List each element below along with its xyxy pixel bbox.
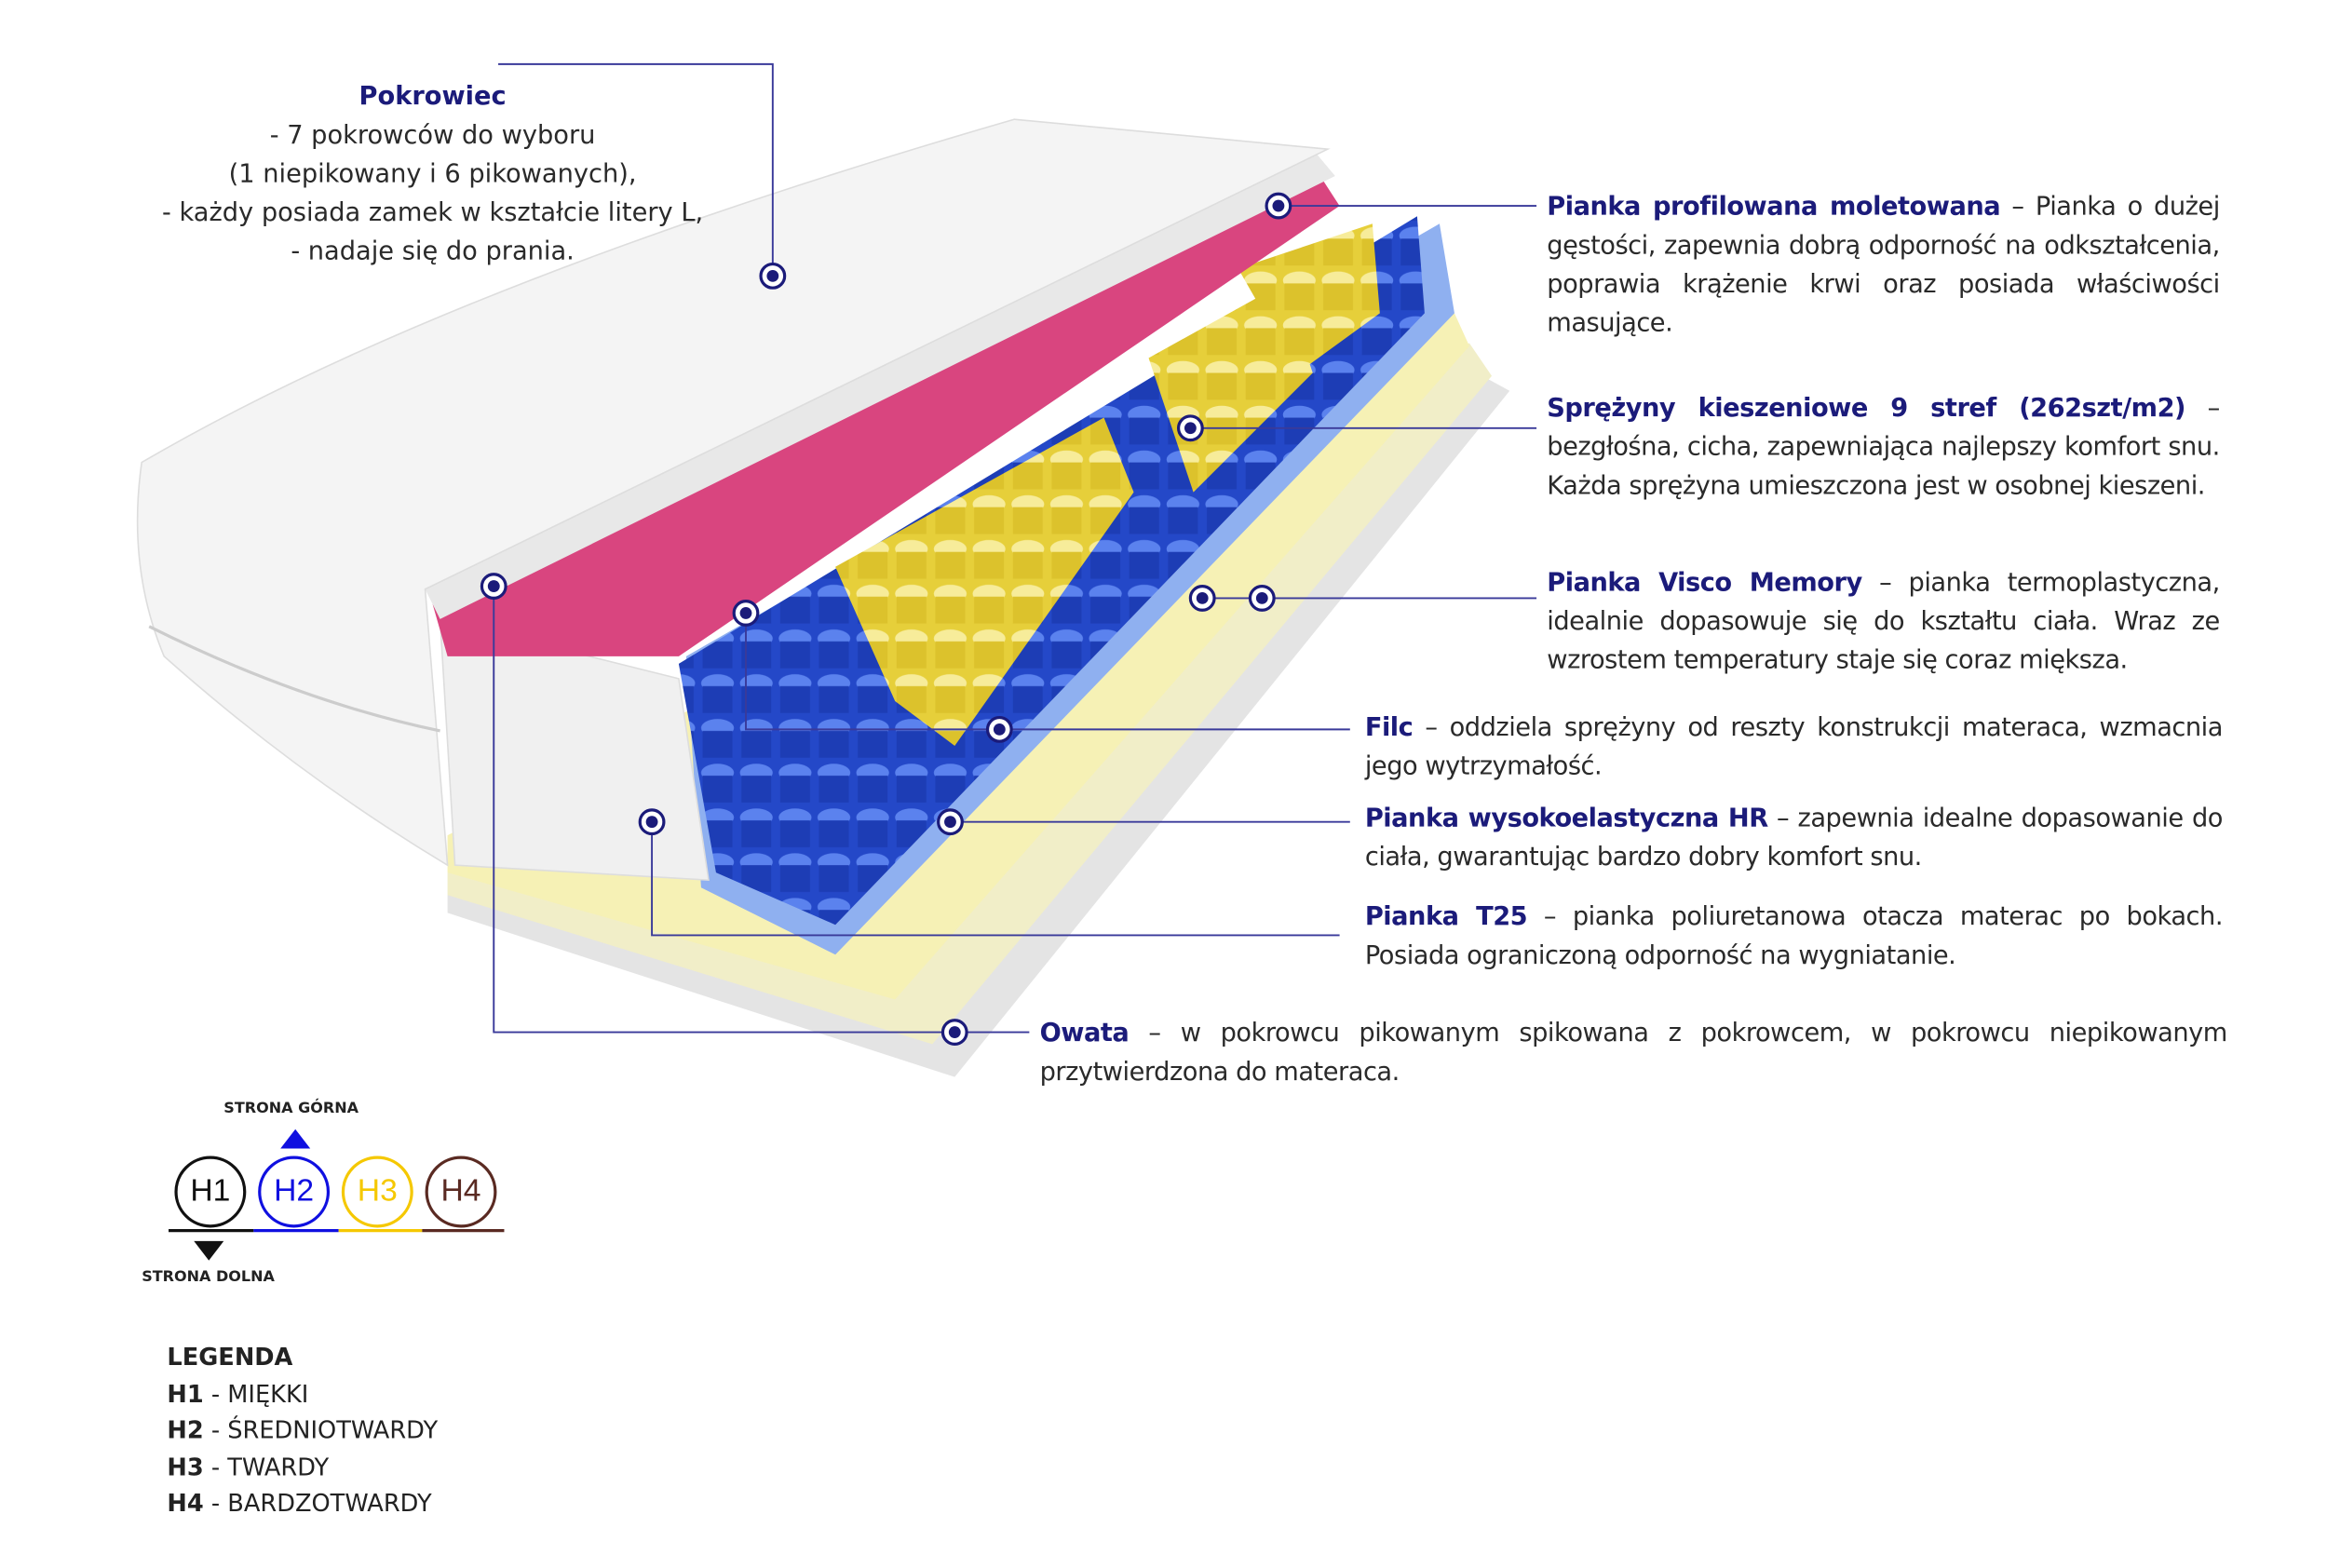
legend-code: H2 xyxy=(167,1415,204,1444)
target-marker-icon xyxy=(1265,192,1292,220)
legend-item: H1 - MIĘKKI xyxy=(167,1379,309,1408)
hardness-h1: H1 xyxy=(174,1156,247,1228)
marker-icons xyxy=(480,192,1292,1047)
layer-title: Filc xyxy=(1364,712,1414,743)
layer-title: Owata xyxy=(1039,1019,1130,1049)
legend: LEGENDA H1 - MIĘKKI H2 - ŚREDNIOTWARDY H… xyxy=(167,1340,438,1522)
layer-profiled-foam: Pianka profilowana moletowana – Pianka o… xyxy=(1547,188,2220,344)
cover-line: - każdy posiada zamek w kształcie litery… xyxy=(161,198,704,229)
springs-yellow-1 xyxy=(835,417,1134,746)
layer-text: – w pokrowcu pikowanym spikowana z pokro… xyxy=(1039,1019,2228,1088)
profiled-foam xyxy=(432,176,1340,656)
layer-text: – oddziela sprężyny od reszty konstrukcj… xyxy=(1364,712,2224,782)
legend-item: H2 - ŚREDNIOTWARDY xyxy=(167,1415,439,1444)
target-marker-icon xyxy=(480,573,507,601)
legend-desc: BARDZOTWARDY xyxy=(227,1488,432,1518)
bottom-side-label: STRONA DOLNA xyxy=(142,1269,275,1286)
layer-visco: Pianka Visco Memory – pianka termoplasty… xyxy=(1547,564,2220,681)
legend-code: H1 xyxy=(167,1379,204,1408)
layer-text: – Pianka o dużej gęstości, zapewnia dobr… xyxy=(1547,192,2220,339)
leader-lines xyxy=(493,62,1537,1034)
arrow-down-icon xyxy=(194,1240,224,1261)
legend-desc: ŚREDNIOTWARDY xyxy=(227,1415,439,1444)
arrow-up-icon xyxy=(280,1129,311,1149)
top-side-label: STRONA GÓRNA xyxy=(223,1101,359,1117)
hardness-h4: H4 xyxy=(425,1156,497,1228)
cover-title: Pokrowiec xyxy=(359,82,507,113)
target-marker-icon xyxy=(1176,414,1204,442)
layer-title: Sprężyny kieszeniowe 9 stref (262szt/m2) xyxy=(1547,393,2186,424)
cover xyxy=(136,118,1331,867)
top-slab xyxy=(425,149,1335,619)
target-marker-icon xyxy=(638,808,666,836)
layer-text: – pianka termoplastyczna, idealnie dopas… xyxy=(1547,568,2220,676)
layer-t25-foam: Pianka T25 – pianka poliuretanowa otacza… xyxy=(1364,898,2224,975)
legend-code: H3 xyxy=(167,1452,204,1480)
layer-title: Pianka Visco Memory xyxy=(1547,568,1862,599)
layer-hr-foam: Pianka wysokoelastyczna HR – zapewnia id… xyxy=(1364,800,2224,877)
legend-code: H4 xyxy=(167,1488,204,1518)
legend-desc: TWARDY xyxy=(227,1452,330,1480)
target-marker-icon xyxy=(1188,584,1216,612)
cover-line: (1 niepikowany i 6 pikowanych), xyxy=(228,159,637,190)
target-marker-icon xyxy=(759,262,787,290)
layer-pocket-springs: Sprężyny kieszeniowe 9 stref (262szt/m2)… xyxy=(1547,389,2220,506)
legend-item: H4 - BARDZOTWARDY xyxy=(167,1488,432,1518)
layer-text: – bezgłośna, cicha, zapewniająca najleps… xyxy=(1547,393,2220,502)
cover-line: - nadaje się do prania. xyxy=(291,237,575,267)
layer-felt: Filc – oddziela sprężyny od reszty konst… xyxy=(1364,709,2224,786)
target-marker-icon xyxy=(940,1019,968,1047)
springs-yellow-3 xyxy=(1238,223,1380,373)
hardness-h3: H3 xyxy=(341,1156,413,1228)
target-marker-icon xyxy=(1248,584,1276,612)
target-marker-icon xyxy=(937,808,964,836)
layer-title: Pianka T25 xyxy=(1364,902,1528,933)
cover-line: - 7 pokrowców do wyboru xyxy=(269,120,596,151)
t25-front-block xyxy=(439,617,710,882)
cover-description: Pokrowiec - 7 pokrowców do wyboru (1 nie… xyxy=(134,77,731,271)
target-marker-icon xyxy=(985,715,1013,743)
hardness-h2: H2 xyxy=(258,1156,331,1228)
layer-text: – zapewnia idealne dopasowanie do ciała,… xyxy=(1364,804,2224,873)
legend-title: LEGENDA xyxy=(167,1342,293,1372)
layer-title: Pianka wysokoelastyczna HR xyxy=(1364,804,1768,834)
target-marker-icon xyxy=(732,600,760,627)
legend-item: H3 - TWARDY xyxy=(167,1452,330,1480)
layer-title: Pianka profilowana moletowana xyxy=(1547,192,2001,223)
layer-text: – pianka poliuretanowa otacza materac po… xyxy=(1364,902,2224,971)
legend-desc: MIĘKKI xyxy=(227,1379,309,1408)
layer-wadding: Owata – w pokrowcu pikowanym spikowana z… xyxy=(1039,1014,2228,1091)
